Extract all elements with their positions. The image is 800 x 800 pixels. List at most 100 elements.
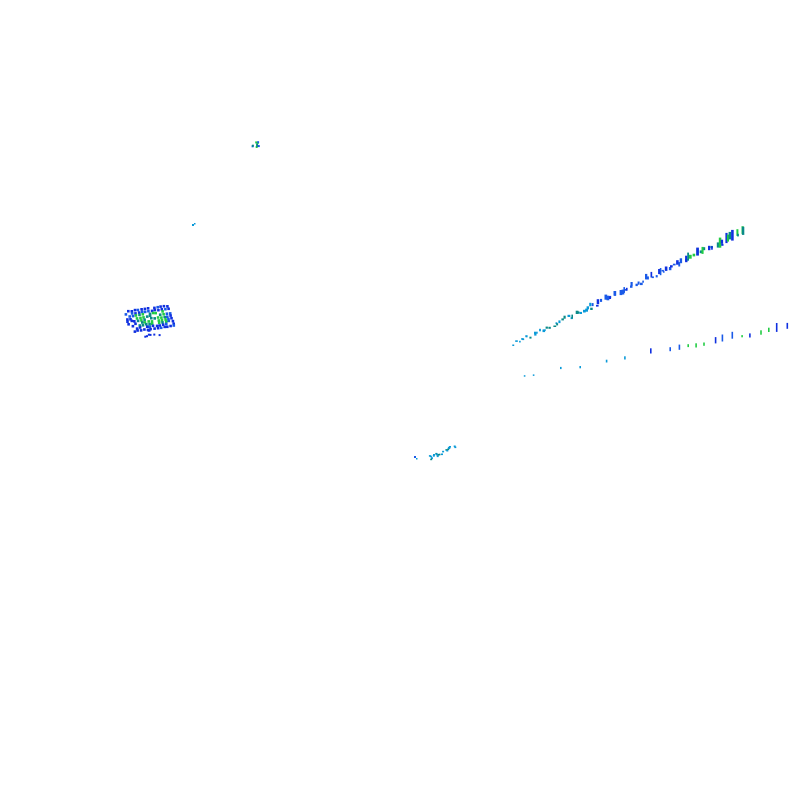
- point-mark: [555, 322, 558, 325]
- point-mark: [658, 269, 661, 275]
- point-mark: [414, 456, 416, 458]
- point-mark: [725, 232, 728, 244]
- point-mark: [428, 455, 431, 457]
- point-mark: [696, 247, 699, 256]
- point-mark: [651, 276, 654, 279]
- cluster-top-green: [251, 141, 260, 148]
- point-mark: [786, 322, 789, 329]
- point-mark: [543, 329, 546, 331]
- point-mark: [145, 322, 148, 326]
- point-mark: [703, 247, 706, 251]
- point-mark: [614, 292, 616, 296]
- point-mark: [685, 259, 688, 263]
- point-mark: [596, 299, 600, 305]
- point-mark: [672, 263, 676, 266]
- point-mark: [158, 313, 162, 316]
- point-mark: [140, 308, 143, 311]
- point-mark: [147, 333, 150, 336]
- point-mark: [561, 318, 564, 321]
- point-mark: [579, 366, 581, 369]
- point-mark: [642, 280, 644, 283]
- point-mark: [150, 322, 154, 326]
- point-mark: [567, 314, 571, 317]
- point-mark: [165, 322, 168, 326]
- cluster-small-cyan: [192, 223, 196, 226]
- point-mark: [165, 312, 169, 315]
- point-mark: [130, 312, 134, 315]
- point-mark: [539, 328, 541, 332]
- point-mark: [558, 320, 561, 324]
- point-mark: [650, 271, 653, 278]
- point-mark: [640, 282, 643, 286]
- point-mark: [586, 306, 589, 310]
- point-mark: [534, 333, 537, 336]
- point-mark: [153, 308, 157, 312]
- point-mark: [685, 255, 688, 262]
- point-mark: [141, 321, 144, 324]
- point-mark: [148, 312, 152, 316]
- point-mark: [703, 342, 705, 346]
- point-mark: [432, 455, 435, 457]
- point-mark: [430, 458, 433, 461]
- point-mark: [669, 347, 671, 352]
- cluster-upper-diagonal-band: [512, 226, 745, 346]
- point-mark: [678, 262, 681, 267]
- point-mark: [169, 324, 172, 328]
- point-mark: [143, 321, 147, 324]
- point-mark: [609, 296, 611, 299]
- point-mark: [128, 315, 131, 318]
- point-mark: [637, 281, 640, 285]
- point-mark: [151, 324, 155, 328]
- point-mark: [436, 455, 439, 458]
- point-mark: [138, 313, 141, 317]
- point-mark: [687, 252, 689, 261]
- point-mark: [711, 246, 713, 250]
- point-mark: [692, 253, 696, 257]
- point-mark: [131, 314, 135, 318]
- point-mark: [256, 145, 259, 147]
- point-mark: [139, 316, 142, 320]
- point-mark: [659, 268, 662, 276]
- point-mark: [545, 326, 548, 329]
- point-mark: [661, 269, 664, 272]
- point-mark: [689, 254, 692, 259]
- point-mark: [650, 348, 652, 354]
- point-mark: [775, 323, 778, 332]
- point-mark: [157, 321, 161, 324]
- point-mark: [167, 317, 170, 321]
- point-mark: [585, 308, 588, 312]
- point-mark: [194, 223, 196, 225]
- point-mark: [162, 304, 166, 308]
- point-mark: [161, 310, 164, 313]
- point-mark: [635, 283, 638, 287]
- cluster-lower-diagonal-band: [523, 322, 789, 377]
- point-mark: [142, 316, 145, 319]
- point-mark: [699, 250, 703, 254]
- point-mark: [605, 359, 608, 363]
- point-mark: [141, 313, 145, 316]
- point-mark: [139, 329, 143, 332]
- point-mark: [625, 287, 628, 291]
- point-mark: [156, 305, 159, 309]
- point-mark: [135, 327, 139, 330]
- point-mark: [646, 276, 649, 280]
- point-mark: [145, 325, 149, 328]
- point-mark: [160, 318, 164, 322]
- point-mark: [161, 323, 165, 326]
- point-mark: [708, 245, 711, 251]
- point-mark: [138, 324, 142, 327]
- point-mark: [143, 307, 147, 311]
- point-mark: [437, 454, 440, 456]
- point-mark: [749, 333, 751, 338]
- point-mark: [560, 366, 562, 370]
- point-mark: [143, 328, 146, 331]
- point-mark: [731, 331, 734, 339]
- point-mark: [548, 326, 551, 329]
- point-mark: [156, 316, 160, 319]
- point-mark: [157, 308, 160, 312]
- point-mark: [124, 313, 128, 316]
- point-mark: [138, 326, 142, 329]
- point-mark: [153, 327, 156, 330]
- point-mark: [687, 344, 689, 348]
- point-mark: [583, 309, 586, 313]
